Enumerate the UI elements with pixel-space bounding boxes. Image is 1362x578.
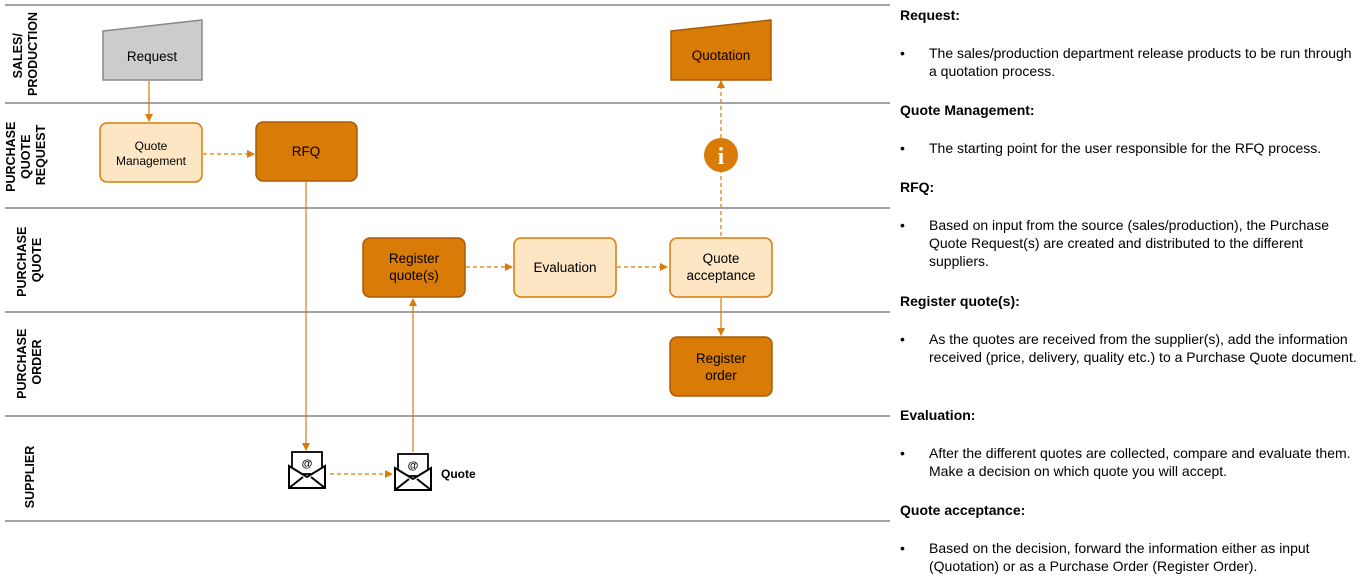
desc-title: Quote acceptance: — [900, 502, 1026, 518]
svg-text:Quotation: Quotation — [692, 48, 751, 63]
desc-text: The starting point for the user responsi… — [929, 140, 1322, 156]
lane-label-supplier: SUPPLIER — [23, 446, 37, 509]
node-register-order: Register order — [669, 336, 773, 397]
node-evaluation: Evaluation — [513, 237, 617, 298]
lane-label-purchase-quote: PURCHASE QUOTE — [15, 223, 44, 297]
node-register-quotes: Register quote(s) — [362, 237, 466, 298]
desc-title: RFQ: — [900, 179, 935, 195]
node-quote-management: Quote Management — [99, 122, 203, 183]
bullet: • — [900, 445, 905, 461]
desc-title: Quote Management: — [900, 102, 1035, 118]
bullet: • — [900, 217, 905, 233]
info-icon: i — [704, 138, 738, 172]
swimlane-dividers — [5, 4, 890, 522]
node-rfq: RFQ — [255, 121, 358, 182]
svg-text:Quote: Quote — [703, 251, 740, 266]
desc-text: Based on input from the source (sales/pr… — [929, 217, 1329, 269]
svg-text:Management: Management — [116, 154, 187, 168]
svg-text:order: order — [705, 368, 737, 383]
svg-text:Register: Register — [389, 251, 440, 266]
svg-text:Quote: Quote — [135, 139, 168, 153]
desc-quote-management: Quote Management: • The starting point f… — [900, 101, 1360, 157]
bullet: • — [900, 45, 905, 61]
desc-bullet-item: • As the quotes are received from the su… — [900, 330, 1360, 366]
node-quote-acceptance: Quote acceptance — [669, 237, 773, 298]
desc-bullet-item: • Based on the decision, forward the inf… — [900, 539, 1360, 575]
email-envelope-icon: @ — [394, 453, 432, 491]
desc-text: As the quotes are received from the supp… — [929, 331, 1357, 365]
process-flow-diagram: SALES/ PRODUCTION PURCHASE QUOTE REQUEST… — [4, 4, 890, 522]
desc-title: Request: — [900, 7, 960, 23]
svg-text:@: @ — [408, 460, 419, 472]
desc-quote-acceptance: Quote acceptance: • Based on the decisio… — [900, 501, 1360, 575]
node-request: Request — [102, 19, 203, 81]
bullet: • — [900, 140, 905, 156]
svg-text:Evaluation: Evaluation — [533, 260, 596, 275]
desc-text: Based on the decision, forward the infor… — [929, 540, 1310, 574]
envelope-quote-label: Quote — [441, 467, 476, 481]
desc-bullet-item: • The starting point for the user respon… — [900, 139, 1360, 157]
desc-register-quotes: Register quote(s): • As the quotes are r… — [900, 292, 1360, 366]
lane-label-purchase-quote-request: PURCHASE QUOTE REQUEST — [4, 118, 48, 192]
svg-text:Request: Request — [127, 49, 178, 64]
svg-text:Register: Register — [696, 351, 747, 366]
desc-text: The sales/production department release … — [929, 45, 1352, 79]
desc-bullet-item: • After the different quotes are collect… — [900, 444, 1360, 480]
bullet: • — [900, 331, 905, 347]
desc-title: Evaluation: — [900, 407, 976, 423]
email-envelope-icon: @ — [288, 451, 326, 489]
svg-text:@: @ — [302, 458, 313, 470]
desc-title: Register quote(s): — [900, 293, 1020, 309]
node-quotation: Quotation — [670, 19, 772, 81]
desc-rfq: RFQ: • Based on input from the source (s… — [900, 178, 1360, 270]
desc-bullet-item: • Based on input from the source (sales/… — [900, 216, 1360, 270]
desc-text: After the different quotes are collected… — [929, 445, 1351, 479]
lane-label-sales: SALES/ PRODUCTION — [11, 12, 40, 96]
connectors — [145, 80, 725, 478]
desc-bullet-item: • The sales/production department releas… — [900, 44, 1360, 80]
svg-text:RFQ: RFQ — [292, 144, 321, 159]
svg-text:quote(s): quote(s) — [389, 268, 439, 283]
lane-label-purchase-order: PURCHASE ORDER — [15, 325, 44, 399]
svg-text:i: i — [718, 144, 725, 170]
desc-evaluation: Evaluation: • After the different quotes… — [900, 406, 1360, 480]
desc-request: Request: • The sales/production departme… — [900, 6, 1360, 80]
svg-text:acceptance: acceptance — [686, 268, 755, 283]
bullet: • — [900, 540, 905, 556]
